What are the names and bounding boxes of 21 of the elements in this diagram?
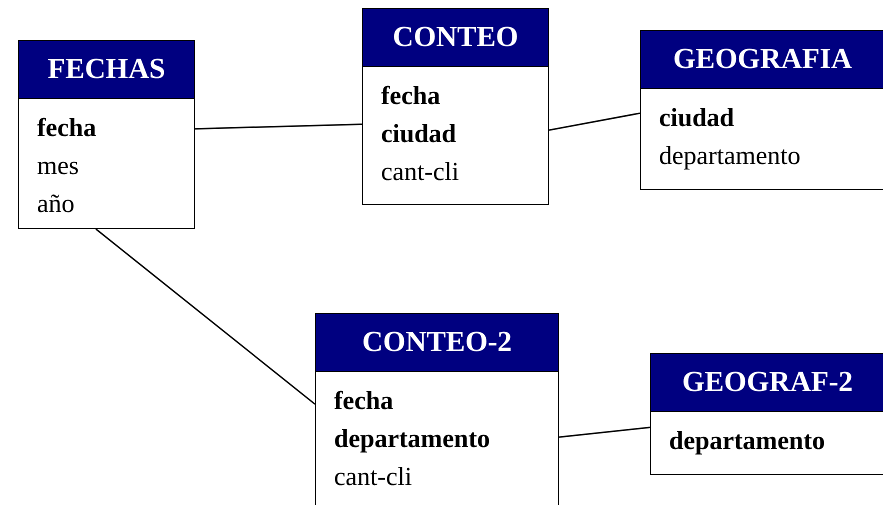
field-list: departamento [659, 137, 883, 175]
table-header: GEOGRAF-2 [651, 354, 883, 412]
table-header: GEOGRAFIA [641, 31, 883, 89]
table-header: CONTEO-2 [316, 314, 558, 372]
connector-line [548, 112, 640, 131]
field-list: cant-cli [381, 153, 548, 191]
connector-line [194, 123, 362, 130]
field-list: mes año [37, 147, 194, 223]
table-box [650, 353, 883, 475]
table-header: CONTEO [363, 9, 548, 67]
table-box [315, 313, 559, 505]
table-box [640, 30, 883, 190]
key-field-list: departamento [669, 422, 883, 460]
key-field-list: ciudad [659, 99, 883, 137]
connector-line [558, 426, 650, 438]
connector-line [95, 228, 316, 405]
key-field-list: fecha [37, 109, 194, 147]
table-box [18, 40, 195, 229]
table-box [362, 8, 549, 205]
field-list: cant-cli [334, 458, 558, 496]
table-header: FECHAS [19, 41, 194, 99]
